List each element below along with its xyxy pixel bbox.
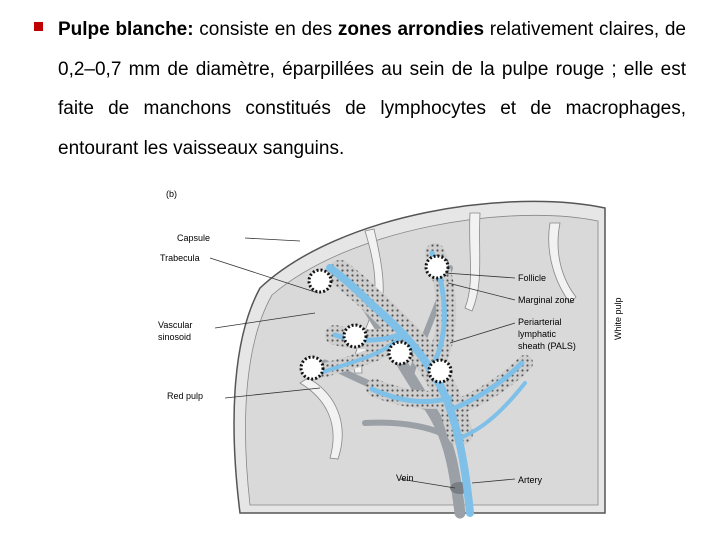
text-run-2: relativement claires, de 0,2–0,7 mm de d… bbox=[58, 19, 687, 159]
term-zones-arrondies: zones arrondies bbox=[337, 19, 485, 40]
label-red-pulp: Red pulp bbox=[167, 391, 203, 401]
label-pals-line-1: Periarterial bbox=[518, 317, 562, 327]
label-artery: Artery bbox=[518, 475, 543, 485]
spleen-diagram: (b) Capsule Trabecula Vascular sinosoid … bbox=[158, 189, 623, 519]
text-run-1: consiste en des bbox=[193, 19, 338, 40]
label-capsule: Capsule bbox=[177, 233, 210, 243]
term-pulpe-blanche: Pulpe blanche: bbox=[58, 19, 194, 40]
follicles bbox=[299, 254, 453, 384]
panel-label: (b) bbox=[166, 189, 177, 199]
label-pals-line-3: sheath (PALS) bbox=[518, 341, 576, 351]
label-vein: Vein bbox=[396, 473, 414, 483]
bullet-paragraph: Pulpe blanche: consiste en des zones arr… bbox=[58, 10, 686, 168]
bullet-square-icon bbox=[34, 22, 43, 31]
leader-lines bbox=[209, 237, 516, 489]
label-white-pulp: White pulp bbox=[613, 297, 623, 340]
label-marginal-zone: Marginal zone bbox=[518, 295, 575, 305]
label-vascular-line-1: Vascular bbox=[158, 320, 192, 330]
label-trabecula: Trabecula bbox=[160, 253, 200, 263]
label-follicle: Follicle bbox=[518, 273, 546, 283]
label-pals-line-2: lymphatic bbox=[518, 329, 557, 339]
label-vascular-line-2: sinosoid bbox=[158, 332, 191, 342]
artery-vessels bbox=[313, 250, 527, 517]
